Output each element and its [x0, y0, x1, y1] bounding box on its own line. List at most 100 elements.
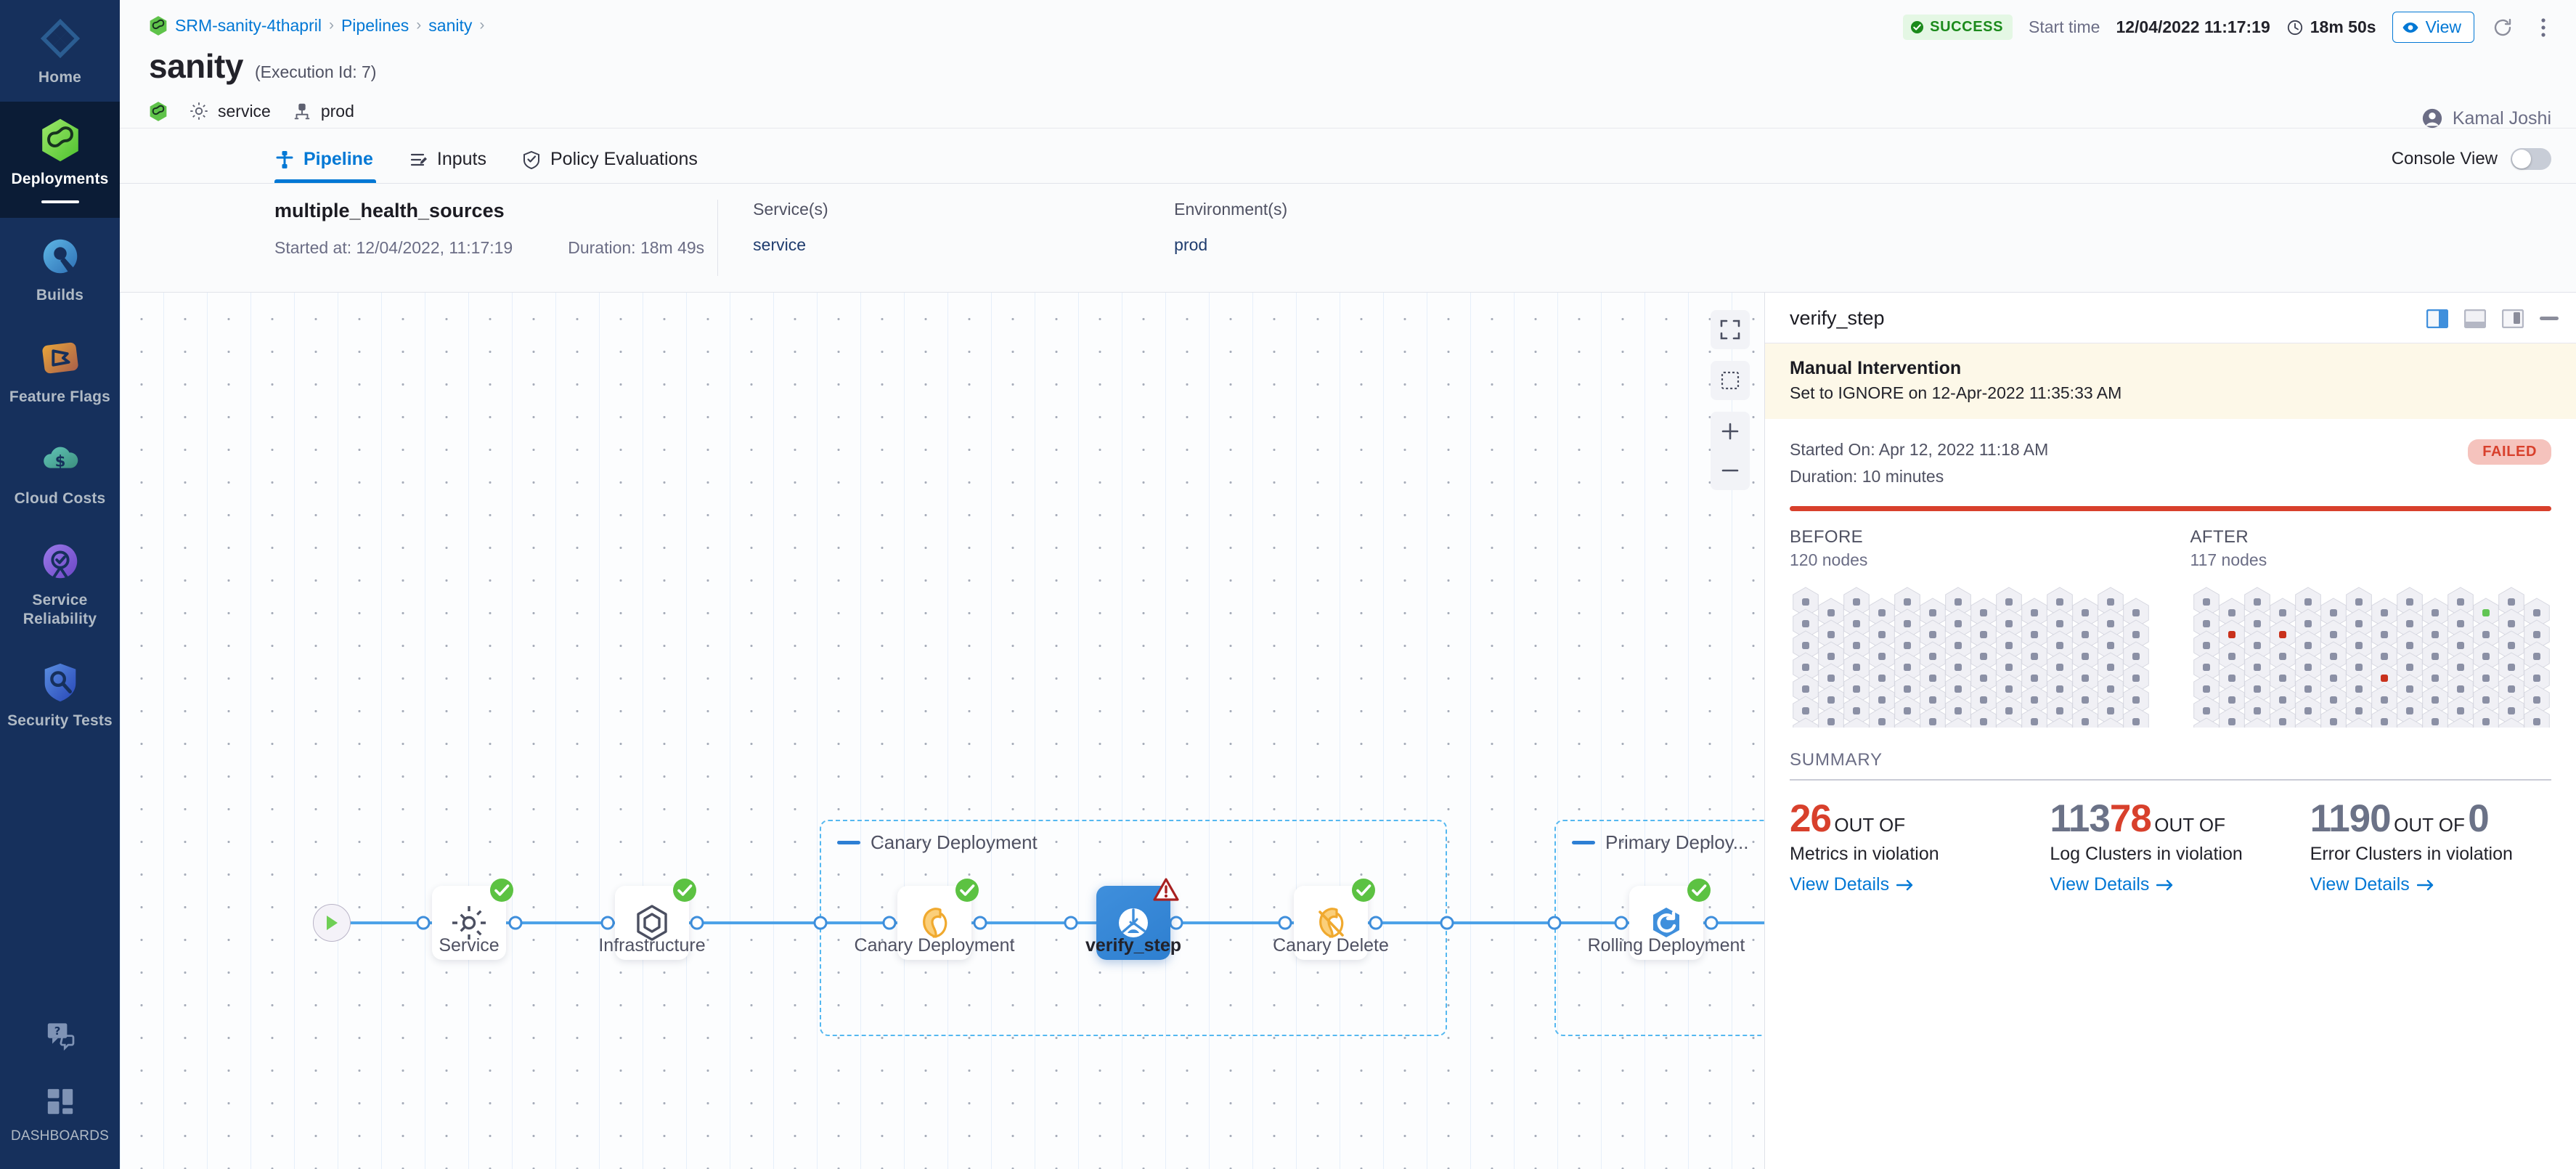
service-reliability-icon — [43, 544, 77, 579]
node-label: verify_step — [1085, 935, 1182, 956]
pipeline-node-verify-step[interactable]: verify_step — [1085, 878, 1181, 960]
sidebar-item-label: Service Reliability — [23, 592, 97, 627]
zoom-out-button[interactable] — [1711, 451, 1750, 490]
node-box[interactable] — [615, 879, 696, 960]
user-name: Kamal Joshi — [2452, 107, 2551, 129]
service-chip[interactable]: service — [188, 100, 271, 122]
stage-summary-bar: multiple_health_sources Started at: 12/0… — [120, 184, 2576, 293]
tab-inputs[interactable]: Inputs — [408, 149, 505, 183]
status-badge-label: SUCCESS — [1930, 19, 2004, 35]
environments-value[interactable]: prod — [1174, 235, 1208, 254]
refresh-button[interactable] — [2490, 15, 2515, 40]
help-chat-icon: ? — [47, 1023, 74, 1051]
pipeline-node-canary-deployment[interactable]: Canary Deployment — [855, 879, 1014, 960]
status-badge: SUCCESS — [1903, 15, 2013, 40]
breadcrumb-item-project[interactable]: SRM-sanity-4thapril — [175, 15, 322, 35]
breadcrumb-separator: › — [328, 17, 334, 33]
collapse-icon[interactable] — [1572, 841, 1595, 844]
collapse-icon[interactable] — [837, 841, 860, 844]
user-menu[interactable]: Kamal Joshi — [2421, 107, 2551, 129]
toggle-switch[interactable] — [2511, 148, 2551, 170]
sidebar-item-feature-flags[interactable]: Feature Flags — [0, 319, 120, 421]
sidebar-item-builds[interactable]: Builds — [0, 218, 120, 319]
select-area-button[interactable] — [1711, 361, 1750, 400]
view-button[interactable]: View — [2392, 12, 2474, 43]
breadcrumb-item-sanity[interactable]: sanity — [428, 15, 473, 35]
svg-text:$: $ — [54, 453, 65, 471]
sidebar-item-security-tests[interactable]: Security Tests — [0, 643, 120, 745]
view-details-link[interactable]: View Details — [2050, 874, 2174, 895]
node-port — [1064, 916, 1078, 930]
pipeline-node-canary-delete[interactable]: Canary Delete — [1273, 879, 1389, 960]
pipeline-icon — [276, 150, 293, 168]
pipeline-node-infrastructure[interactable]: Infrastructure — [598, 879, 706, 960]
group-name: Canary Deployment — [871, 831, 1038, 853]
services-header: Service(s) — [753, 200, 828, 219]
minimize-icon[interactable] — [2540, 317, 2559, 320]
dock-right-icon[interactable] — [2426, 309, 2448, 328]
help-button[interactable]: ? — [0, 1001, 120, 1067]
node-box[interactable] — [897, 879, 979, 960]
dashboards-grid-icon — [47, 1088, 73, 1115]
zoom-out-icon — [1721, 469, 1739, 472]
rolling-deploy-icon — [1653, 908, 1679, 937]
sidebar-item-cloud-costs[interactable]: $ Cloud Costs — [0, 421, 120, 523]
node-box[interactable] — [1294, 879, 1375, 960]
breadcrumb-item-pipelines[interactable]: Pipelines — [341, 15, 409, 35]
stage-sub-row: Started at: 12/04/2022, 11:17:19 Duratio… — [274, 238, 704, 258]
fit-to-screen-icon — [1720, 319, 1740, 340]
started-on: Started On: Apr 12, 2022 11:18 AM — [1790, 440, 2049, 459]
more-options-button[interactable] — [2531, 15, 2556, 40]
status-success-icon — [490, 879, 513, 902]
stage-started-at: Started at: 12/04/2022, 11:17:19 — [274, 238, 513, 257]
node-box[interactable] — [1629, 879, 1711, 960]
stage-name: multiple_health_sources — [274, 200, 505, 221]
graph-edge — [1173, 921, 1764, 924]
run-info-text: Started On: Apr 12, 2022 11:18 AM Durati… — [1790, 436, 2048, 490]
view-details-link[interactable]: View Details — [2310, 874, 2435, 895]
metric-numerator-gray: 113 — [2050, 797, 2111, 840]
tab-policy-evaluations[interactable]: Policy Evaluations — [521, 149, 717, 183]
metric-value-row: 11378 OUT OF — [2050, 799, 2291, 838]
details-body: Started On: Apr 12, 2022 11:18 AM Durati… — [1765, 419, 2576, 1169]
before-column: BEFORE 120 nodes — [1790, 527, 2151, 759]
node-box[interactable] — [1096, 878, 1179, 960]
tab-pipeline[interactable]: Pipeline — [274, 149, 392, 183]
metric-out-of: OUT OF — [2394, 813, 2465, 836]
zoom-controls — [1711, 412, 1750, 490]
sidebar-item-deployments[interactable]: Deployments — [0, 102, 120, 218]
node-box[interactable] — [432, 879, 513, 960]
pipeline-node-service[interactable]: Service — [432, 879, 513, 960]
step-details-panel: verify_step — [1764, 293, 2576, 1169]
console-view-toggle[interactable]: Console View — [2392, 148, 2551, 170]
arrow-right-icon — [2416, 879, 2433, 890]
pipeline-canvas[interactable]: Canary Deployment Primary Deploy... — [120, 293, 1764, 1169]
summary-divider — [1790, 778, 2551, 781]
dock-bottom-icon[interactable] — [2464, 309, 2486, 328]
tab-bar: Pipeline Inputs Policy Evaluations — [120, 129, 2576, 184]
services-value[interactable]: service — [753, 235, 807, 254]
active-indicator — [41, 200, 79, 203]
environment-chip-label: prod — [320, 101, 354, 121]
sidebar-item-dashboards[interactable]: DASHBOARDS — [0, 1067, 120, 1169]
sidebar-item-label: Feature Flags — [9, 388, 111, 405]
zoom-in-button[interactable] — [1711, 412, 1750, 451]
float-panel-icon[interactable] — [2502, 309, 2524, 328]
tab-label: Policy Evaluations — [550, 149, 698, 169]
view-details-link[interactable]: View Details — [1790, 874, 1915, 895]
header-meta-row: service prod — [149, 94, 2551, 128]
graph-edge — [338, 921, 1151, 924]
pipeline-start-node[interactable] — [313, 904, 351, 942]
stage-summary-left: multiple_health_sources Started at: 12/0… — [274, 200, 704, 258]
title-row: sanity (Execution Id: 7) — [149, 46, 2551, 86]
breadcrumb-separator: › — [479, 17, 485, 33]
duration-value: 18m 50s — [2310, 17, 2376, 36]
sidebar-item-service-reliability[interactable]: Service Reliability — [0, 523, 120, 643]
fit-to-screen-button[interactable] — [1711, 310, 1750, 349]
after-node-hexgrid — [2193, 587, 2550, 759]
environment-chip[interactable]: prod — [291, 100, 354, 122]
pipeline-node-rolling-deployment[interactable]: Rolling Deployment — [1588, 879, 1745, 960]
sidebar-item-home[interactable]: Home — [0, 0, 120, 102]
status-warning-icon — [1153, 878, 1179, 901]
metric-description: Metrics in violation — [1790, 843, 1939, 864]
